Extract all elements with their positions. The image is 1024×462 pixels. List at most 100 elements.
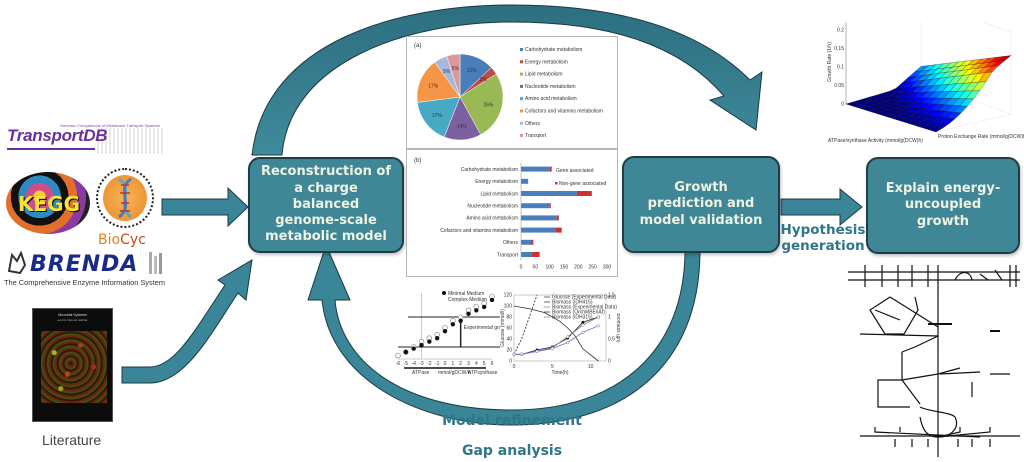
bar-segment xyxy=(521,239,532,245)
svg-text:···: ··· xyxy=(900,450,903,453)
surface-ylabel: Proton Exchange Rate (mmol/g(DCW)h) xyxy=(938,134,1024,140)
scatter-point-minimal xyxy=(442,329,448,334)
bar-x-tick: 100 xyxy=(545,265,554,271)
bar-x-tick: 250 xyxy=(588,265,597,271)
transportdb-name: TransportDB xyxy=(7,126,108,145)
pie-legend-swatch xyxy=(520,97,523,101)
bar-category-label: Energy metabolism xyxy=(475,179,518,185)
surface-z-tick: 0.2 xyxy=(837,27,844,33)
pie-data-label: 17% xyxy=(428,83,439,89)
biocyc-logo xyxy=(96,168,154,228)
pie-chart: (a) 13%3%26%14%17%17%5%5% Carbohydrate m… xyxy=(414,43,603,141)
svg-text:···: ··· xyxy=(950,360,953,363)
surface-z-tick: 0.05 xyxy=(834,83,844,89)
pie-legend-label: Amino acid metabolism xyxy=(525,96,577,102)
pie-legend-swatch xyxy=(520,48,523,51)
line-legend-label: Biomass (Experimental Data) xyxy=(552,305,617,311)
scatter-point-minimal xyxy=(411,346,416,351)
scatter-point-minimal xyxy=(427,339,432,344)
line-marker xyxy=(566,335,570,339)
scatter-x-tick: 1 xyxy=(451,361,454,367)
scatter-x-tick: 2 xyxy=(459,361,462,367)
bar-category-label: Lipid metabolism xyxy=(480,191,518,197)
bar-category-label: Transport xyxy=(497,252,519,258)
scatter-x-tick: -3 xyxy=(419,361,424,367)
surface-z-tick: 0.15 xyxy=(834,46,844,52)
scatter-x-tick: 6 xyxy=(491,361,494,367)
legend-marker-minimal xyxy=(442,291,446,295)
atp-growth-scatter-chart: Experimental growth fieldMinimal MediumC… xyxy=(395,291,500,376)
line-x-tick: 5 xyxy=(551,364,554,370)
scatter-x-tick: -2 xyxy=(427,361,432,367)
svg-text:···: ··· xyxy=(980,324,983,327)
line-ylabel-right: Biomass (g/l) xyxy=(615,313,620,343)
pie-legend-label: Others xyxy=(525,121,541,127)
scatter-xlabel-left: ATPase xyxy=(412,370,430,376)
line-series xyxy=(513,305,599,362)
scatter-point-minimal xyxy=(474,308,479,313)
building-icon xyxy=(149,252,162,274)
membrane-graphic xyxy=(97,128,165,154)
scatter-x-tick: -5 xyxy=(404,361,409,367)
svg-text:···: ··· xyxy=(908,262,911,265)
pie-data-label: 13% xyxy=(467,68,478,74)
line-legend-label: Biomass (iDH315) xyxy=(552,315,593,321)
bar-legend-swatch xyxy=(555,182,558,185)
surface-z-tick: 0.1 xyxy=(837,64,844,70)
book-subtitle: and its Natural Habitat xyxy=(57,318,88,322)
pie-legend-swatch xyxy=(520,134,523,138)
scatter-xlabel-mid: mmol/gDCW/h xyxy=(438,370,471,376)
scatter-point-minimal xyxy=(403,349,409,355)
databases-arrow xyxy=(161,186,249,228)
scatter-x-tick: 3 xyxy=(467,361,470,367)
pie-legend-label: Transport xyxy=(525,133,547,139)
svg-text:···: ··· xyxy=(865,392,868,395)
scatter-point-complex xyxy=(395,352,401,359)
book-art xyxy=(41,331,107,403)
bar-x-tick: 300 xyxy=(603,265,612,271)
gap-analysis-label: Gap analysis xyxy=(461,443,563,459)
bar-legend-label: Gene associated xyxy=(556,168,594,174)
bar-segment xyxy=(576,191,592,196)
line-marker xyxy=(535,349,539,353)
bar-x-tick: 50 xyxy=(533,265,539,271)
reconstruction-box: Reconstruction of a charge balanced geno… xyxy=(248,157,404,253)
scatter-point-minimal xyxy=(419,342,424,348)
line-marker xyxy=(581,320,585,324)
svg-text:···: ··· xyxy=(970,410,973,413)
growth-prediction-box: Growth prediction and model validation xyxy=(622,156,780,253)
transportdb-underline xyxy=(7,148,95,150)
svg-text:···: ··· xyxy=(880,262,883,265)
pie-legend-swatch xyxy=(520,72,523,76)
literature-arrow xyxy=(121,259,253,384)
scatter-point-minimal xyxy=(466,311,471,317)
kegg-name: KEGG xyxy=(18,192,80,216)
line-y-tick-left: 0 xyxy=(509,359,512,365)
svg-text:···: ··· xyxy=(860,300,863,303)
line-y-tick-right: 1 xyxy=(608,315,611,321)
svg-text:···: ··· xyxy=(885,355,888,358)
scatter-point-minimal xyxy=(434,335,440,341)
book-title: Microbial Systems xyxy=(58,313,87,317)
line-marker xyxy=(566,340,570,345)
brenda-subtitle: The Comprehensive Enzyme Information Sys… xyxy=(4,278,166,287)
bottom-cycle-arrow xyxy=(307,243,701,426)
transportdb-subtitle: Genomic Comparisons of Membrane Transpor… xyxy=(60,123,160,128)
transportdb-logo: Genomic Comparisons of Membrane Transpor… xyxy=(5,118,165,156)
pie-legend-label: Nucleotide metabolism xyxy=(525,84,576,90)
line-y-tick-right: 0 xyxy=(608,359,611,365)
line-series xyxy=(514,316,599,355)
line-marker xyxy=(581,330,585,334)
bar-segment xyxy=(521,203,550,209)
line-marker xyxy=(596,324,600,328)
bar-segment xyxy=(531,252,540,257)
kegg-logo: KEGG xyxy=(6,172,90,234)
bar-legend-label: Non-gene associated xyxy=(559,181,606,187)
bar-segment xyxy=(549,203,551,209)
line-series xyxy=(513,294,538,355)
bar-segment xyxy=(521,191,577,196)
